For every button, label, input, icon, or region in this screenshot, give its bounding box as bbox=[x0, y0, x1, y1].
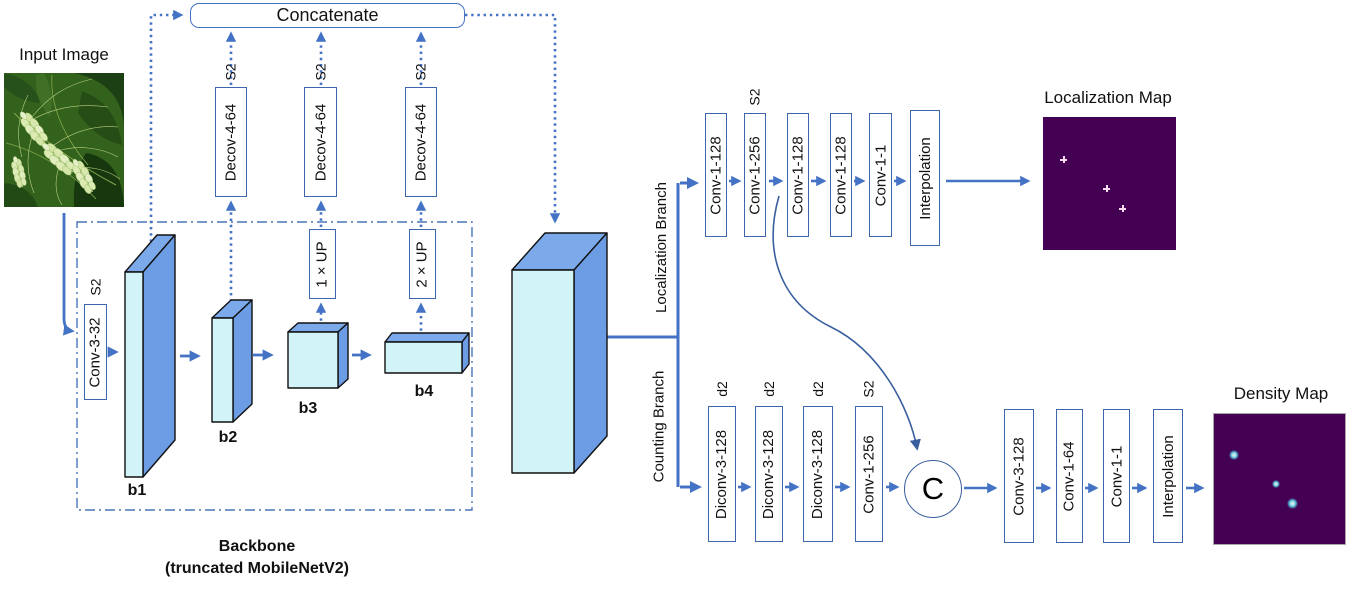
density-map-title: Density Map bbox=[1233, 384, 1329, 403]
block-b2 bbox=[211, 299, 253, 423]
localization-branch-label: Localization Branch bbox=[652, 181, 670, 313]
solid-arrows bbox=[62, 213, 372, 362]
cnt-conv-1-1-box: Conv-1-1 bbox=[1103, 409, 1130, 543]
loc-conv-1-128-box-1: Conv-1-128 bbox=[705, 113, 727, 237]
cnt-diconv-box-3: Diconv-3-128 bbox=[803, 406, 833, 542]
loc-interpolation-box: Interpolation bbox=[910, 110, 940, 246]
block-b4-label: b4 bbox=[414, 383, 434, 400]
cnt-conv-3-128-box: Conv-3-128 bbox=[1004, 409, 1034, 543]
skip-concatenate-to-fused-block bbox=[465, 13, 561, 224]
conv-3-32-box: Conv-3-32 bbox=[84, 304, 107, 400]
block-b2-label: b2 bbox=[218, 429, 238, 446]
input-image-photo bbox=[4, 73, 124, 207]
concatenate-label: Concatenate bbox=[276, 5, 379, 25]
backbone-caption-line1: Backbone bbox=[218, 538, 296, 555]
decov-box-3: Decov-4-64 bbox=[405, 87, 437, 197]
fused-feature-block bbox=[511, 232, 608, 474]
localization-point-marker bbox=[1060, 156, 1067, 163]
concat-node-circle: C bbox=[904, 460, 962, 518]
decov-box-1: Decov-4-64 bbox=[215, 87, 247, 197]
density-blob bbox=[1229, 450, 1239, 460]
localization-point-marker bbox=[1119, 205, 1126, 212]
block-b3 bbox=[287, 322, 349, 389]
loc-conv-1-256-stride-tag: S2 bbox=[747, 88, 763, 106]
loc-conv-1-256-box: Conv-1-256 bbox=[744, 113, 766, 237]
block-b3-label: b3 bbox=[298, 400, 318, 417]
loc-conv-1-1-box: Conv-1-1 bbox=[869, 113, 892, 237]
decov-box-2-stride-tag: S2 bbox=[312, 63, 329, 81]
decov-box-1-stride-tag: S2 bbox=[223, 63, 239, 81]
density-blob bbox=[1272, 480, 1280, 488]
concat-node-letter: C bbox=[921, 471, 945, 506]
loc-conv-1-128-box-2: Conv-1-128 bbox=[787, 113, 809, 237]
block-b4 bbox=[384, 332, 470, 374]
upsample-2x-box: 2 × UP bbox=[409, 229, 436, 299]
cnt-conv-1-64-box: Conv-1-64 bbox=[1056, 409, 1083, 543]
density-blob bbox=[1287, 498, 1298, 509]
localization-map-title: Localization Map bbox=[1044, 88, 1172, 107]
localization-map bbox=[1043, 117, 1176, 250]
cnt-diconv-box-2-dilation-tag: d2 bbox=[760, 381, 777, 397]
counting-branch-label: Counting Branch bbox=[650, 370, 668, 482]
dotted-skip-arrows bbox=[149, 9, 561, 337]
skip-b1-to-concatenate bbox=[149, 9, 184, 248]
cnt-conv-1-256-box: Conv-1-256 bbox=[855, 406, 883, 542]
localization-to-counting-curve-arrow bbox=[772, 195, 921, 451]
conv-3-32-stride-tag: S2 bbox=[87, 278, 104, 296]
counting-chain-arrows bbox=[738, 481, 1205, 494]
arrow-input-to-conv bbox=[62, 213, 75, 336]
density-map bbox=[1213, 413, 1346, 545]
cnt-conv-1-256-stride-tag: S2 bbox=[861, 380, 877, 398]
decov-box-3-stride-tag: S2 bbox=[413, 63, 429, 81]
feature-blocks bbox=[124, 232, 608, 478]
cnt-interpolation-box: Interpolation bbox=[1153, 409, 1183, 543]
cnt-diconv-box-1-dilation-tag: d2 bbox=[713, 381, 730, 397]
localization-point-marker bbox=[1103, 185, 1110, 192]
cnt-diconv-box-1: Diconv-3-128 bbox=[708, 406, 736, 542]
cnt-diconv-box-2: Diconv-3-128 bbox=[755, 406, 783, 542]
cnt-diconv-box-3-dilation-tag: d2 bbox=[809, 381, 826, 397]
block-b1-label: b1 bbox=[127, 482, 147, 499]
block-b1 bbox=[124, 234, 176, 478]
loc-conv-1-128-box-3: Conv-1-128 bbox=[830, 113, 852, 237]
decov-box-2: Decov-4-64 bbox=[304, 87, 337, 197]
branch-connector-lines bbox=[607, 177, 702, 493]
concatenate-box: Concatenate bbox=[190, 3, 465, 28]
backbone-caption-line2: (truncated MobileNetV2) bbox=[164, 560, 349, 577]
input-image-label: Input Image bbox=[19, 45, 109, 64]
backbone-boundary-box bbox=[76, 221, 473, 511]
upsample-1x-box: 1 × UP bbox=[309, 229, 336, 299]
